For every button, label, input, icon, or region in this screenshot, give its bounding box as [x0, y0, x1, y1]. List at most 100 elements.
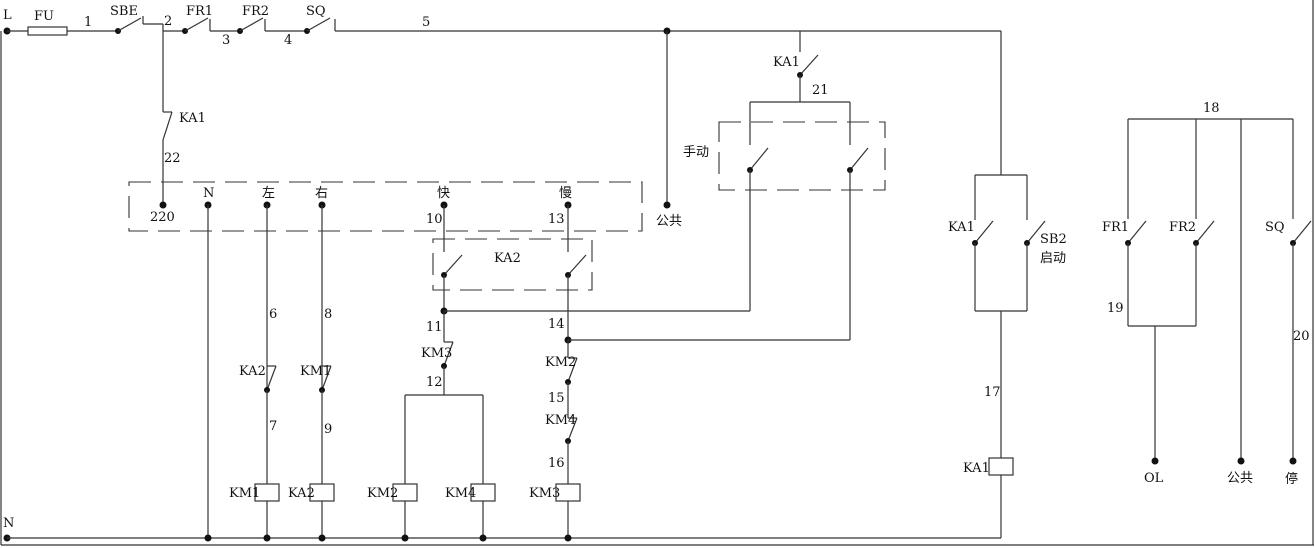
- fuse-fu: [27, 26, 68, 36]
- label-ka2-contacts: KA2: [494, 251, 521, 266]
- common-top: 公共: [656, 31, 682, 229]
- label-sb2: SB2: [1040, 232, 1067, 247]
- km1-nc-contact: [321, 365, 332, 391]
- wire-13: 13: [548, 212, 565, 227]
- sbe-contact: [117, 17, 142, 32]
- wire-7: 7: [269, 419, 277, 434]
- wire-16: 16: [548, 456, 565, 471]
- fast-branch: 11 KM3 12 KM2 KM4: [367, 275, 750, 538]
- wire-14: 14: [548, 317, 565, 332]
- wire-10: 10: [426, 212, 443, 227]
- wire-4: 4: [284, 33, 292, 48]
- wire-9: 9: [324, 422, 332, 437]
- terminal-220: 220: [150, 210, 175, 225]
- wire-5: 5: [422, 15, 430, 30]
- label-coil-km3: KM3: [529, 486, 560, 501]
- terminal-common-top: 公共: [656, 214, 682, 229]
- wire-3: 3: [222, 33, 230, 48]
- manual-slow-contact: [849, 147, 869, 171]
- sb2-contact: [1026, 220, 1046, 244]
- ka2-fast-contact: [443, 254, 463, 276]
- km4-nc-contact: [567, 417, 578, 442]
- neutral-line: N: [3, 516, 1001, 542]
- label-km4-nc: KM4: [545, 413, 576, 428]
- km3-nc-contact: [443, 341, 454, 367]
- label-coil-ka2: KA2: [288, 486, 315, 501]
- label-km2-nc: KM2: [545, 355, 576, 370]
- terminal-left: 左: [262, 186, 275, 201]
- right-protection-circuit: 18 FR1 FR2 SQ 19 20 OL 公共 停: [1102, 101, 1312, 487]
- terminal-n: N: [203, 186, 214, 201]
- label-coil-km4: KM4: [445, 486, 476, 501]
- ka1-nc-contact: [162, 111, 173, 141]
- wire-1: 1: [84, 15, 92, 30]
- terminal-220-dot: [159, 201, 167, 209]
- ka1-top-contact: [799, 54, 819, 76]
- wire-15: 15: [548, 391, 565, 406]
- wire-8: 8: [324, 307, 332, 322]
- label-n: N: [3, 516, 14, 531]
- wire-17: 17: [984, 385, 1001, 400]
- label-l: L: [3, 8, 12, 23]
- terminal-fast: 快: [437, 186, 450, 201]
- label-km3-nc: KM3: [421, 346, 452, 361]
- ka2-slow-contact: [567, 254, 587, 276]
- wire-18: 18: [1203, 101, 1220, 116]
- terminal-ol: OL: [1144, 471, 1164, 486]
- label-ka1-top: KA1: [773, 55, 800, 70]
- ka2-contacts-group: KA2: [432, 205, 593, 291]
- label-fr2: FR2: [242, 4, 269, 19]
- ka2-dashed-box: [432, 238, 593, 291]
- label-manual: 手动: [683, 145, 709, 160]
- fr1-contact: [184, 17, 209, 32]
- label-sq-right: SQ: [1265, 220, 1285, 235]
- manual-fast-contact: [749, 147, 769, 171]
- wire-2: 2: [164, 14, 172, 29]
- label-sbe: SBE: [110, 4, 138, 19]
- ka1-coil-circuit: KA1 SB2 启动 17 KA1: [948, 31, 1067, 538]
- label-fr1: FR1: [186, 4, 213, 19]
- slow-branch: 14 KM2 15 KM4 16 KM3: [529, 275, 850, 538]
- right-branch: 8 KM1 9 KA2: [288, 205, 335, 538]
- label-fr1-right: FR1: [1102, 220, 1129, 235]
- label-start: 启动: [1040, 251, 1066, 266]
- controller-box: [128, 181, 643, 232]
- fr2-contact: [239, 17, 264, 32]
- label-coil-ka1: KA1: [963, 461, 990, 476]
- label-ka1-hold: KA1: [948, 220, 975, 235]
- sq-contact: [306, 17, 331, 32]
- label-ka2-nc: KA2: [239, 364, 266, 379]
- label-sq: SQ: [306, 4, 326, 19]
- terminal-slow: 慢: [559, 185, 572, 201]
- wire-6: 6: [269, 307, 277, 322]
- wire-11: 11: [426, 320, 443, 335]
- label-coil-km1: KM1: [229, 486, 260, 501]
- fr2-right-contact: [1195, 220, 1215, 244]
- label-fr2-right: FR2: [1169, 220, 1196, 235]
- line-l-circuit: L FU 1 SBE 2 FR1 3 FR2 4 SQ: [3, 4, 1001, 48]
- label-ka1-nc: KA1: [179, 111, 206, 126]
- terminal-common-bottom: 公共: [1227, 471, 1253, 486]
- wire-20: 20: [1293, 329, 1310, 344]
- fr1-right-contact: [1127, 220, 1147, 244]
- manual-section: KA1 21 手动: [683, 31, 886, 340]
- sq-right-contact: [1292, 220, 1312, 244]
- terminal-stop: 停: [1285, 471, 1298, 487]
- label-km1-nc: KM1: [300, 364, 331, 379]
- ka1-nc-branch: KA1 22: [159, 31, 206, 209]
- wire-21: 21: [812, 83, 829, 98]
- label-coil-km2: KM2: [367, 486, 398, 501]
- label-fu: FU: [34, 9, 54, 24]
- left-branch: 6 KA2 7 KM1: [229, 205, 280, 538]
- ka1-hold-contact: [974, 220, 994, 244]
- km2-nc-contact: [567, 357, 578, 383]
- manual-dashed-box: [718, 121, 886, 191]
- wire-22: 22: [164, 151, 181, 166]
- coil-ka1: [988, 457, 1014, 476]
- wire-12: 12: [426, 375, 443, 390]
- terminal-right: 右: [315, 186, 328, 201]
- ka2-nc-contact: [266, 365, 277, 391]
- wire-19: 19: [1107, 301, 1124, 316]
